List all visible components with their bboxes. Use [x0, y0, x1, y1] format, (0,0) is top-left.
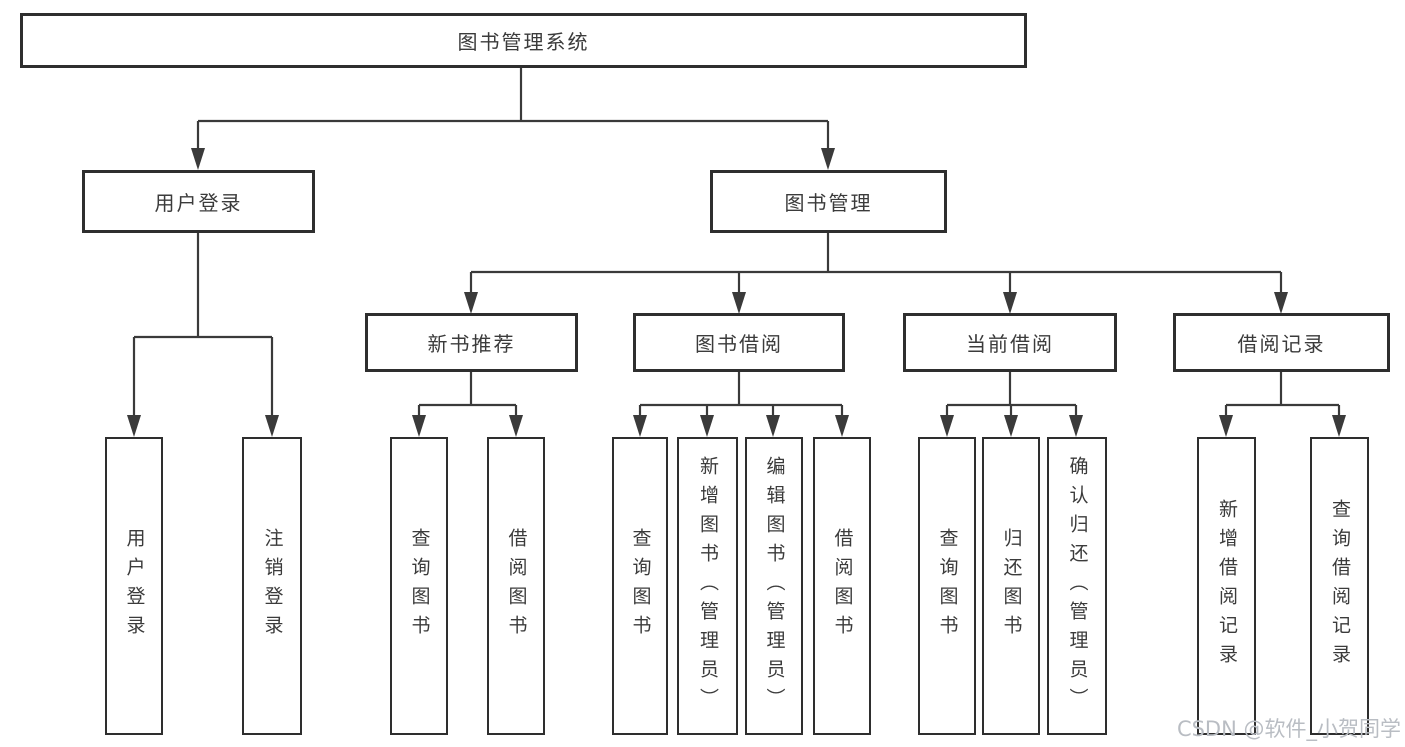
leaf-query-books-borrow: 查询图书 — [612, 437, 668, 735]
leaf-add-book-admin: 新增图书（管理员） — [677, 437, 738, 735]
leaf-query-books-recommend: 查询图书 — [390, 437, 448, 735]
leaf-label: 归还图书 — [1000, 528, 1023, 644]
leaf-label: 查询图书 — [408, 528, 431, 644]
leaf-label: 新增借阅记录 — [1216, 499, 1238, 673]
node-current-borrow: 当前借阅 — [903, 313, 1117, 372]
node-label: 图书管理 — [784, 191, 873, 215]
node-book-management: 图书管理 — [710, 170, 947, 233]
node-borrow-records: 借阅记录 — [1173, 313, 1390, 372]
node-book-borrow: 图书借阅 — [633, 313, 845, 372]
leaf-user-login: 用户登录 — [105, 437, 163, 735]
node-label: 借阅记录 — [1237, 332, 1326, 356]
leaf-label: 确认归还（管理员） — [1066, 455, 1089, 717]
node-label: 新书推荐 — [427, 332, 516, 356]
node-label: 当前借阅 — [966, 332, 1054, 356]
node-new-book-recommend: 新书推荐 — [365, 313, 578, 372]
leaf-borrow-books-recommend: 借阅图书 — [487, 437, 545, 735]
leaf-label: 借阅图书 — [831, 528, 854, 644]
leaf-label: 查询图书 — [936, 528, 959, 644]
leaf-query-borrow-record: 查询借阅记录 — [1310, 437, 1369, 735]
leaf-logout: 注销登录 — [242, 437, 302, 735]
node-user-login: 用户登录 — [82, 170, 315, 233]
node-label: 图书借阅 — [695, 332, 783, 356]
leaf-borrow-books: 借阅图书 — [813, 437, 871, 735]
leaf-label: 查询图书 — [629, 528, 652, 644]
node-label: 图书管理系统 — [457, 30, 590, 54]
leaf-return-books: 归还图书 — [982, 437, 1040, 735]
node-library-management-system: 图书管理系统 — [20, 13, 1027, 68]
leaf-edit-book-admin: 编辑图书（管理员） — [745, 437, 803, 735]
leaf-label: 新增图书（管理员） — [697, 455, 719, 717]
arrowhead-icons — [127, 148, 1346, 437]
leaf-label: 注销登录 — [261, 528, 284, 644]
leaf-query-books-current: 查询图书 — [918, 437, 976, 735]
leaf-label: 编辑图书（管理员） — [763, 455, 786, 717]
leaf-label: 用户登录 — [123, 528, 146, 644]
csdn-watermark: CSDN @软件_小贺同学 — [1176, 717, 1401, 741]
leaf-label: 查询借阅记录 — [1329, 499, 1351, 673]
node-label: 用户登录 — [154, 191, 243, 215]
leaf-confirm-return-admin: 确认归还（管理员） — [1047, 437, 1107, 735]
leaf-label: 借阅图书 — [505, 528, 528, 644]
leaf-add-borrow-record: 新增借阅记录 — [1197, 437, 1256, 735]
